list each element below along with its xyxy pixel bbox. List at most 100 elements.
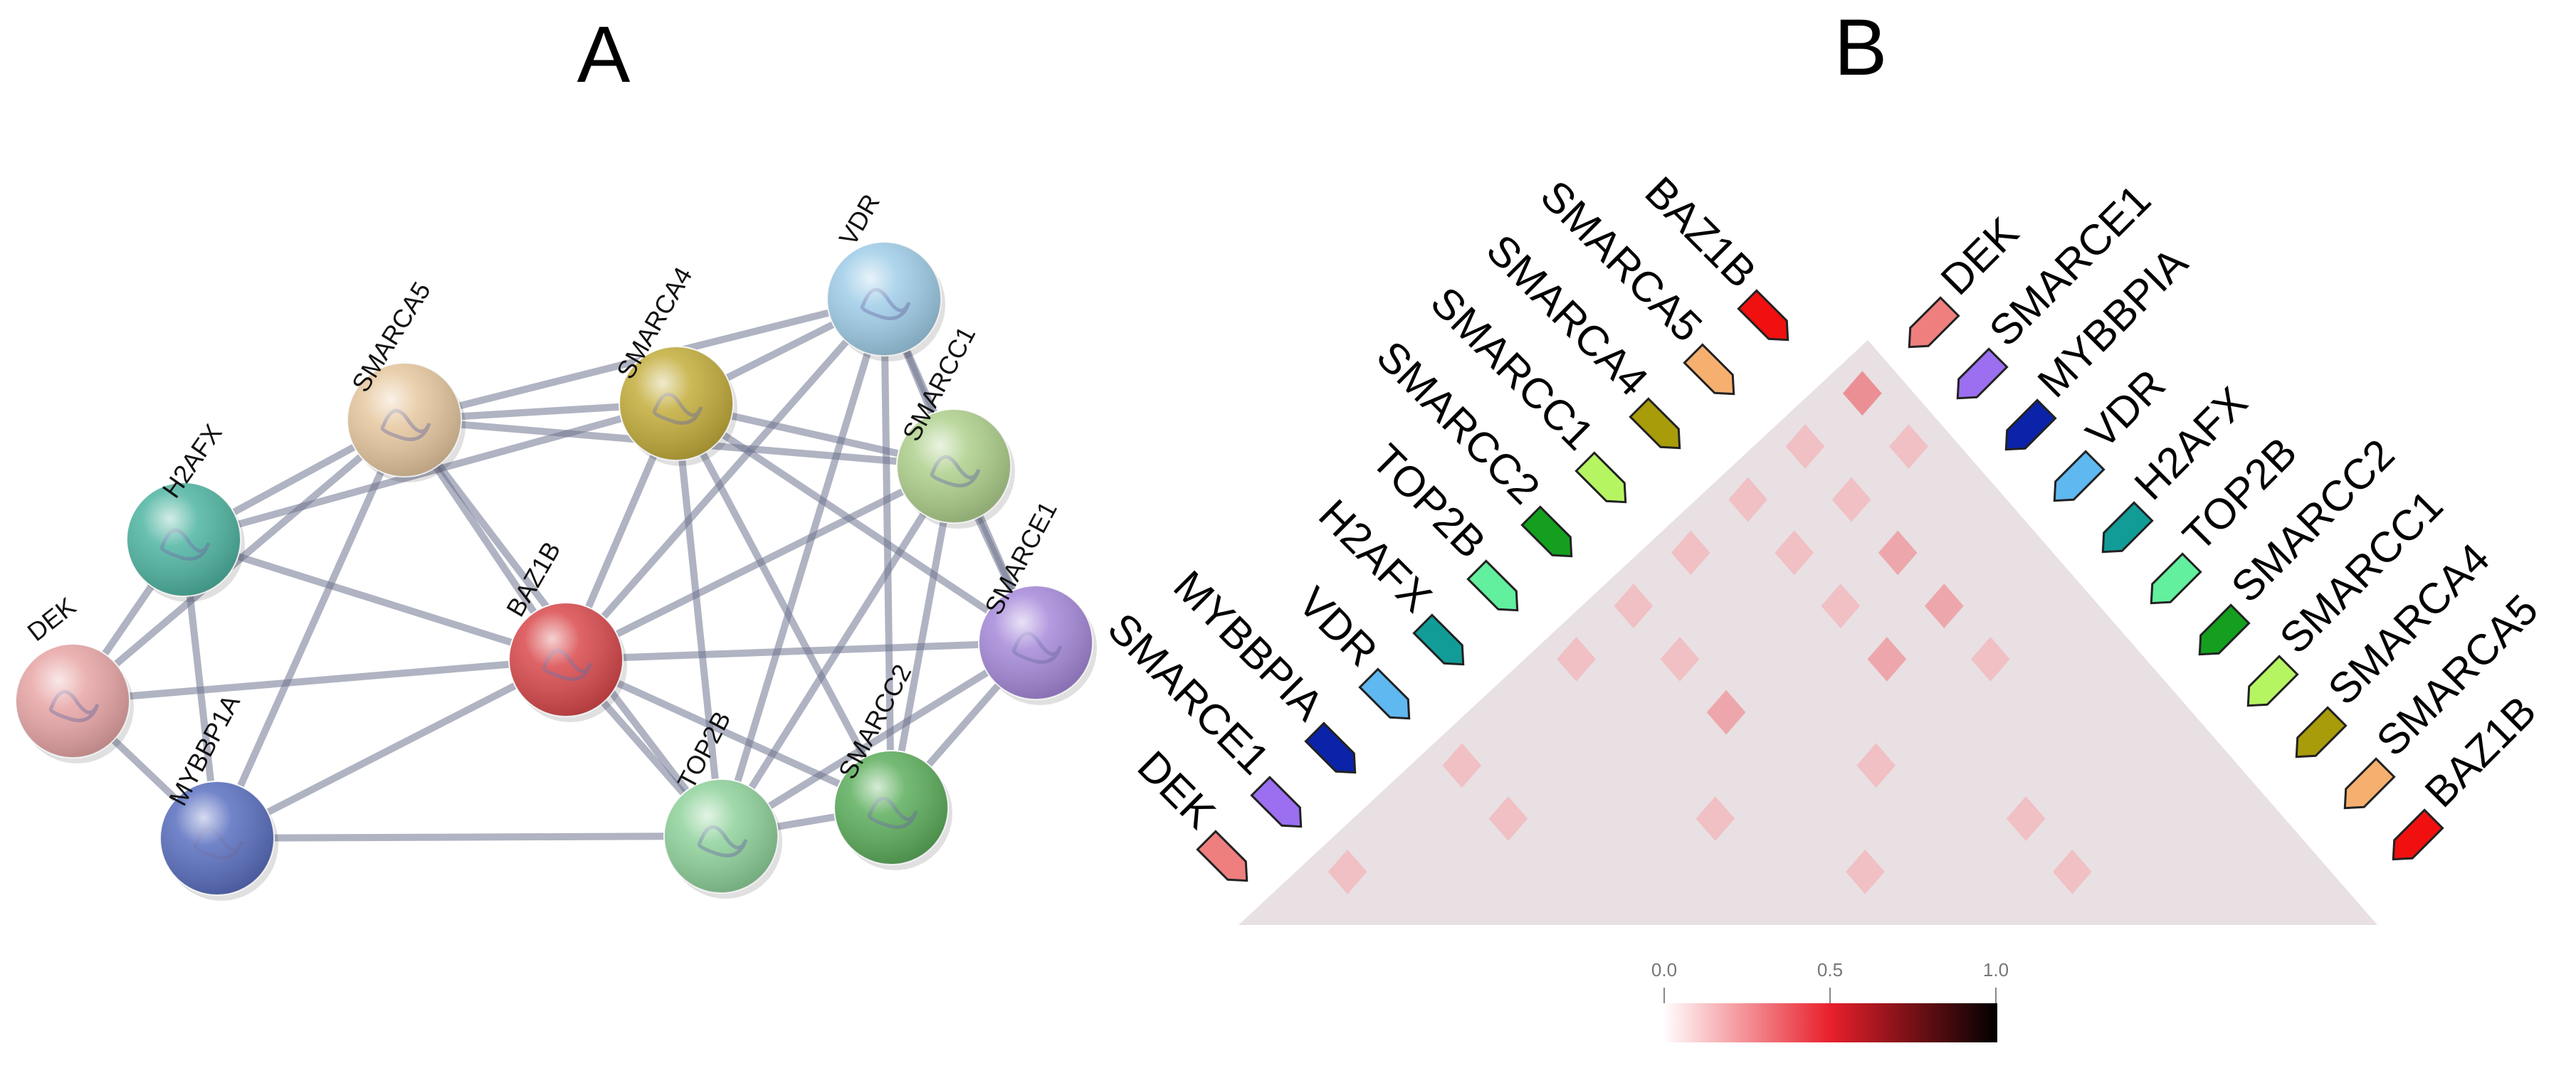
gene-tag-marker (2343, 757, 2396, 810)
colorbar-tick-1: 0.5 (1817, 959, 1843, 980)
gene-tag-marker (1574, 451, 1627, 504)
node-label: DEK (22, 591, 82, 647)
sphere-highlight (979, 586, 1093, 699)
network-edge (673, 400, 1039, 646)
gene-tag-marker (1196, 830, 1248, 882)
node-smarcc2[interactable]: SMARCC2 (833, 660, 952, 870)
heatmap-cell (1846, 849, 1885, 894)
network-edge (880, 295, 895, 811)
gene-tag-marker (1683, 343, 1735, 396)
panel-a-label: A (577, 10, 631, 99)
network-edge (562, 639, 1039, 663)
sphere-highlight (347, 363, 461, 477)
gene-tag-marker (2198, 603, 2251, 656)
correlation-heatmap: DEKSMARCE1MYBBPIAVDRH2AFXTOP2BSMARCC2SMA… (1099, 167, 2547, 925)
network-edge (717, 639, 1039, 840)
node-smarca4[interactable]: SMARCA4 (611, 262, 737, 466)
gene-tag-marker (2295, 706, 2348, 758)
node-mybbp1a[interactable]: MYBBP1A (159, 689, 278, 901)
heatmap-triangle (1239, 340, 2377, 925)
heatmap-cell (1706, 689, 1746, 735)
network-edge (673, 400, 895, 811)
network-edge (69, 656, 569, 704)
heatmap-cell (1856, 743, 1896, 788)
gene-tag-marker (2246, 655, 2299, 707)
colorbar-tick-0: 0.0 (1651, 959, 1677, 980)
heatmap-cell (2006, 796, 2046, 841)
node-top2b[interactable]: TOP2B (663, 707, 782, 899)
gene-tag-marker (2150, 552, 2202, 605)
sphere-highlight (16, 644, 130, 758)
colorbar-tick-2: 1.0 (1983, 959, 2009, 980)
gene-tag-marker (1629, 397, 1681, 450)
node-smarce1[interactable]: SMARCE1 (978, 497, 1097, 705)
heatmap-cell (1878, 530, 1918, 576)
sphere-highlight (897, 409, 1011, 523)
heatmap-cell (1442, 743, 1482, 788)
heatmap-cell (1728, 477, 1767, 522)
heatmap-cell (1924, 583, 1964, 629)
panel-b-label: B (1834, 3, 1888, 92)
heatmap-cell (1867, 636, 1907, 682)
heatmap-cell (1821, 583, 1861, 629)
sphere-highlight (834, 751, 948, 865)
heatmap-cell (1328, 849, 1367, 894)
gene-tag-marker (1737, 289, 1789, 342)
colorbar: 0.0 0.5 1.0 (1651, 959, 2009, 1042)
network-edge (180, 536, 569, 663)
sphere-highlight (827, 242, 941, 356)
node-smarca5[interactable]: SMARCA5 (346, 277, 466, 482)
network-edge (717, 295, 888, 840)
node-vdr[interactable]: VDR (826, 189, 945, 361)
heatmap-cell (1696, 796, 1735, 841)
heatmap-cell (1831, 477, 1871, 522)
heatmap-cell (1775, 530, 1814, 576)
sphere-highlight (127, 482, 241, 596)
heatmap-cell (1671, 530, 1710, 576)
heatmap-cell (1889, 424, 1928, 469)
node-baz1b[interactable]: BAZ1B (500, 536, 627, 722)
gene-tag-marker (1412, 613, 1465, 666)
sphere-highlight (509, 603, 623, 717)
node-label: VDR (833, 189, 885, 250)
gene-tag-marker (1908, 296, 1960, 349)
gene-tag-marker (1520, 505, 1573, 558)
gene-tag-marker (2101, 501, 2154, 554)
colorbar-gradient (1663, 1003, 1997, 1042)
sphere-highlight (664, 779, 778, 893)
sphere-highlight (160, 781, 274, 895)
gene-tag-marker (1466, 559, 1519, 612)
gene-tag-marker (2392, 808, 2444, 861)
network-edge (214, 416, 408, 842)
gene-tag-label: DEK (1129, 742, 1225, 838)
heatmap-cell (1660, 636, 1700, 682)
heatmap-cell (1843, 371, 1882, 416)
network-edge (673, 400, 725, 840)
gene-tag-marker (1304, 721, 1357, 774)
heatmap-cell (1614, 583, 1654, 629)
network-edge (888, 462, 957, 811)
heatmap-cells (1328, 371, 2092, 894)
network-edge (562, 656, 895, 811)
heatmap-cell (1557, 636, 1596, 682)
gene-tag-marker (2053, 450, 2106, 502)
network-edge (562, 295, 888, 663)
heatmap-cell (1785, 424, 1825, 469)
heatmap-cell (2052, 849, 2092, 894)
network-edge (717, 462, 957, 840)
node-h2afx[interactable]: H2AFX (126, 419, 245, 602)
network-edge (214, 832, 725, 842)
gene-tag-label: VDR (1289, 578, 1387, 675)
gene-tag-marker (1956, 347, 2009, 400)
heatmap-cell (1971, 636, 2010, 682)
gene-tag-marker (1358, 667, 1411, 720)
gene-tag-marker (1250, 776, 1303, 828)
node-dek[interactable]: DEK (15, 591, 134, 763)
heatmap-cell (1488, 796, 1528, 841)
network-edge (214, 656, 569, 842)
network-edge (69, 416, 408, 704)
gene-tag-marker (2004, 398, 2057, 451)
